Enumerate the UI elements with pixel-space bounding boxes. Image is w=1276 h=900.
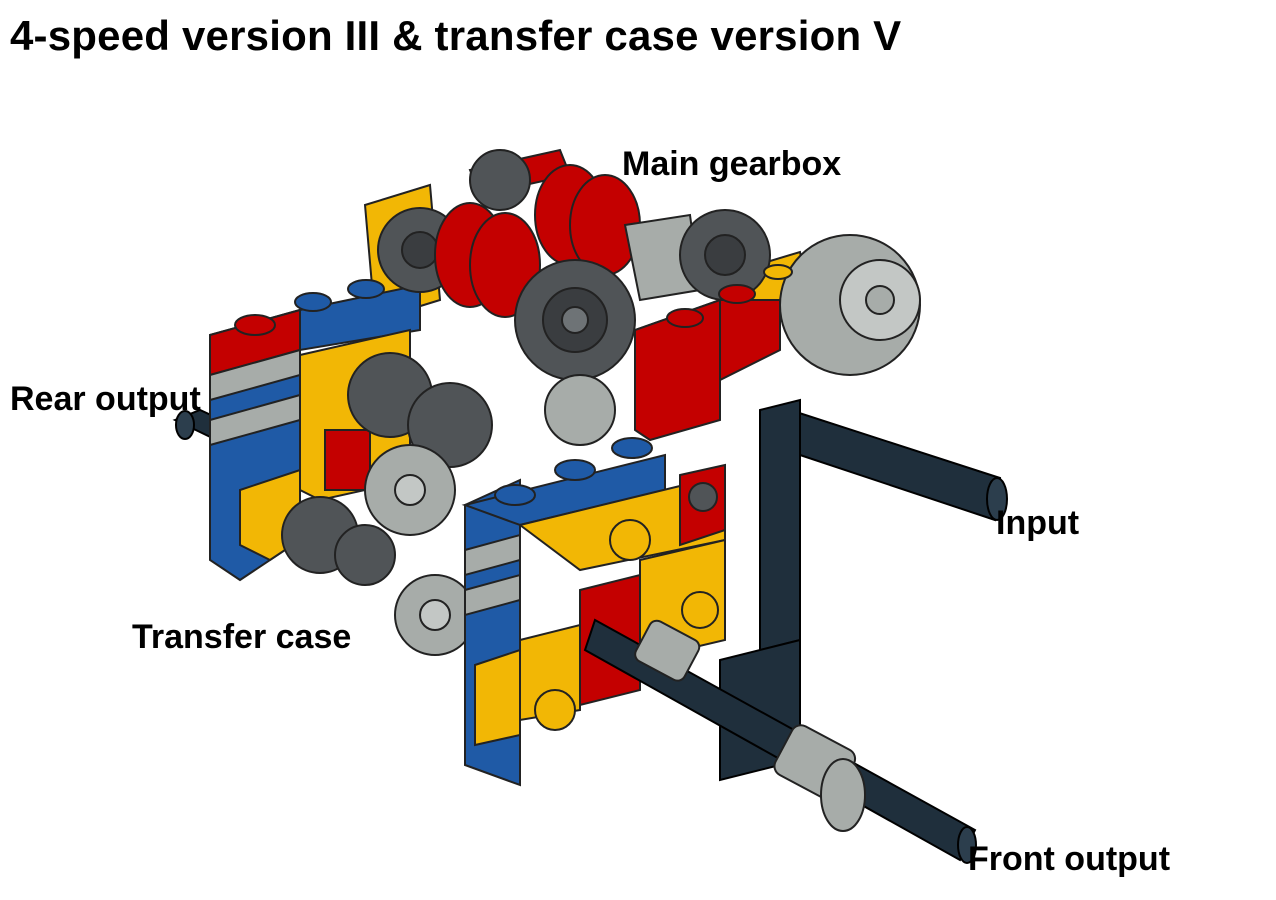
input-axle [783, 408, 1008, 522]
label-input: Input [996, 504, 1080, 542]
page-title: 4-speed version III & transfer case vers… [10, 12, 902, 59]
front-frame [461, 437, 726, 787]
front-output-axle [583, 618, 977, 864]
right-frame [634, 264, 793, 442]
label-rear-output: Rear output [10, 380, 201, 418]
idler-gear [779, 234, 921, 376]
label-front-output: Front output [968, 840, 1171, 878]
label-transfer-case: Transfer case [132, 618, 352, 656]
label-main-gearbox: Main gearbox [622, 145, 842, 183]
transfer-gears [281, 352, 616, 656]
